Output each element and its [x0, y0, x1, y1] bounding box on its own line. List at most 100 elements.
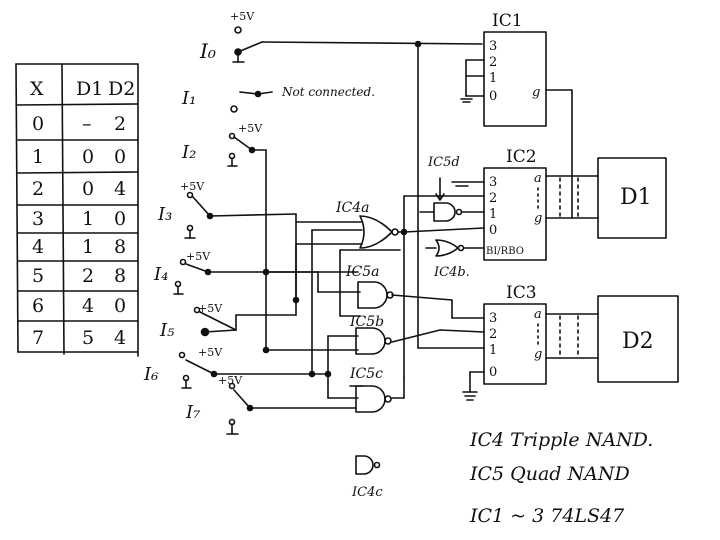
- table-cell: 1: [82, 208, 94, 230]
- truth-table: X D1 D2 0 – 2 1 0 0 2 0 4 3 1 0: [15, 63, 139, 357]
- switch-i0: [232, 26, 483, 63]
- supply-label-i4: +5V: [186, 250, 211, 263]
- table-row: 3 1 0: [32, 208, 126, 230]
- wiring: [262, 40, 573, 401]
- gate-label-ic5a: IC5a: [345, 264, 380, 280]
- ic2-pin-3: 3: [489, 175, 497, 190]
- ic3-pin-2: 2: [489, 327, 497, 342]
- table-header-d2: D2: [108, 78, 135, 100]
- gate-label-ic5d: IC5d: [427, 155, 460, 170]
- supply-label-i3: +5V: [180, 180, 205, 193]
- input-label-i7: I₇: [185, 402, 200, 423]
- table-header-x: X: [30, 78, 44, 100]
- table-cell: 4: [114, 327, 126, 349]
- supply-terminal-icon: [234, 26, 242, 34]
- supply-label-i6: +5V: [198, 346, 223, 359]
- ic2-bi-rbo: BI/RBO: [486, 246, 524, 257]
- gate-label-ic5b: IC5b: [349, 314, 384, 330]
- gate-ic4c: [355, 455, 381, 475]
- table-cell: 0: [32, 113, 44, 135]
- table-row: 4 1 8: [32, 236, 126, 258]
- table-cell: 0: [82, 178, 94, 200]
- table-row: 5 2 8: [32, 265, 126, 287]
- display-d1-label: D1: [620, 185, 652, 210]
- ic3-pin-0: 0: [489, 365, 497, 380]
- ic1-label: IC1: [492, 11, 523, 31]
- supply-label-i0: +5V: [230, 10, 255, 23]
- switch-i4: [173, 258, 361, 295]
- gate-label-ic5c: IC5c: [349, 366, 383, 382]
- table-cell: –: [82, 113, 92, 135]
- input-label-i2: I₂: [181, 142, 196, 163]
- input-label-i1: I₁: [181, 88, 196, 109]
- ic2-out-g: g: [534, 211, 542, 226]
- gate-label-ic4b: IC4b.: [433, 265, 470, 280]
- table-cell: 1: [32, 146, 44, 168]
- table-cell: 4: [32, 236, 44, 258]
- table-cell: 0: [114, 208, 126, 230]
- display-d2: D2: [545, 295, 679, 383]
- table-cell: 1: [82, 236, 94, 258]
- display-d1: D1: [545, 157, 667, 239]
- ic1-out-g: g: [532, 85, 540, 100]
- ic1-pin-3: 3: [489, 39, 497, 54]
- ic1-pin-0: 0: [489, 89, 497, 104]
- gate-label-ic4c: IC4c: [351, 485, 383, 500]
- note-ic5: IC5 Quad NAND: [469, 463, 630, 485]
- table-cell: 4: [114, 178, 126, 200]
- table-cell: 8: [114, 265, 126, 287]
- input-label-i5: I₅: [159, 320, 174, 341]
- table-row: 6 4 0: [32, 295, 126, 317]
- ic2-pin-2: 2: [489, 191, 497, 206]
- ic2-pin-1: 1: [489, 207, 497, 222]
- table-cell: 0: [114, 146, 126, 168]
- table-row: 0 – 2: [32, 113, 126, 135]
- table-cell: 5: [82, 327, 94, 349]
- display-d2-label: D2: [622, 329, 654, 354]
- ic2-pin-0: 0: [489, 223, 497, 238]
- ic1-pin-1: 1: [489, 71, 497, 86]
- table-cell: 2: [114, 113, 126, 135]
- table-cell: 0: [82, 146, 94, 168]
- table-row: 7 5 4: [32, 327, 126, 349]
- gate-ic5c: [355, 385, 392, 413]
- ic3-out-g: g: [534, 347, 542, 362]
- switch-i1: [230, 90, 273, 113]
- table-row: 2 0 4: [32, 178, 126, 200]
- input-label-i6: I₆: [143, 364, 158, 385]
- supply-label-i7: +5V: [218, 374, 243, 387]
- gate-ic5a: [357, 281, 394, 309]
- gate-ic4a: [359, 215, 399, 249]
- ic3-pin-1: 1: [489, 343, 497, 358]
- table-cell: 0: [114, 295, 126, 317]
- ic3-chip: 3 2 1 0 a g IC3: [483, 283, 547, 385]
- not-connected-note: Not connected.: [281, 85, 375, 99]
- table-cell: 5: [32, 265, 44, 287]
- input-label-i0: I₀: [199, 39, 216, 63]
- ic3-pin-3: 3: [489, 311, 497, 326]
- supply-label-i2: +5V: [238, 122, 263, 135]
- ic3-out-a: a: [534, 307, 542, 322]
- switch-i5: [193, 243, 363, 337]
- gate-ic5d: [433, 177, 463, 222]
- ic2-chip: 3 2 1 0 BI/RBO a g IC2: [483, 147, 547, 261]
- gate-ic5b: [355, 327, 392, 355]
- table-cell: 8: [114, 236, 126, 258]
- table-cell: 2: [32, 178, 44, 200]
- ic1-pin-2: 2: [489, 55, 497, 70]
- table-cell: 3: [32, 208, 44, 230]
- note-ic1-3: IC1 ~ 3 74LS47: [469, 505, 625, 527]
- gate-label-ic4a: IC4a: [335, 200, 370, 216]
- table-row: 1 0 0: [32, 146, 126, 168]
- gate-ic4b: [435, 239, 465, 257]
- note-ic4: IC4 Tripple NAND.: [469, 429, 653, 451]
- table-cell: 4: [82, 295, 94, 317]
- table-grid: [15, 63, 139, 357]
- ic1-chip: 3 2 1 0 g IC1: [483, 11, 547, 127]
- table-cell: 6: [32, 295, 44, 317]
- table-header-d1: D1: [76, 78, 103, 100]
- table-cell: 2: [82, 265, 94, 287]
- switch-i2: [227, 132, 359, 351]
- ic3-label: IC3: [506, 283, 537, 303]
